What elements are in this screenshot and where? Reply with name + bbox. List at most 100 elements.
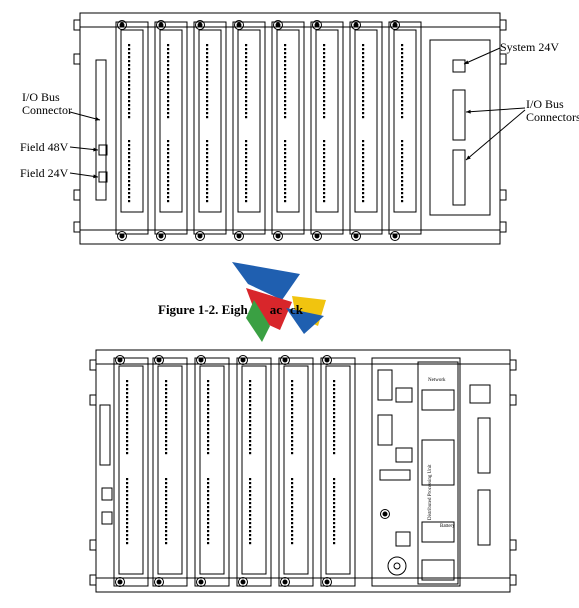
slot-screw-bottom-core bbox=[236, 233, 242, 239]
rack2-module-pin-dot bbox=[249, 448, 252, 451]
module-pin-dot bbox=[362, 72, 365, 75]
arrow-io-bus-left bbox=[69, 111, 101, 121]
rack2-module-pin-dot bbox=[207, 424, 210, 427]
rack2-side-tab bbox=[89, 394, 97, 406]
rack2-module-pin-dot bbox=[333, 400, 336, 403]
module-pin-dot bbox=[128, 116, 131, 119]
module-pin-dot bbox=[167, 176, 170, 179]
rack2-module-pin-dot bbox=[333, 388, 336, 391]
module-pin-dot bbox=[362, 96, 365, 99]
module-pin-dot bbox=[245, 76, 248, 79]
rack2-module-pin-dot bbox=[165, 478, 168, 481]
module-pin-dot bbox=[206, 76, 209, 79]
module-pin-dot bbox=[206, 188, 209, 191]
rack2-slot-screw-top-core bbox=[156, 357, 162, 363]
rack2-module-pin-dot bbox=[165, 400, 168, 403]
module-pin-dot bbox=[128, 168, 131, 171]
module-pin-dot bbox=[362, 168, 365, 171]
module-pin-dot bbox=[323, 160, 326, 163]
rack2-side-tab bbox=[89, 539, 97, 551]
module-pin-dot bbox=[245, 196, 248, 199]
module-pin-dot bbox=[167, 184, 170, 187]
module-pin-dot bbox=[323, 184, 326, 187]
module-pin-dot bbox=[206, 60, 209, 63]
rack2-module-pin-dot bbox=[249, 482, 252, 485]
module-pin-dot bbox=[323, 96, 326, 99]
rack2-module-pin-dot bbox=[333, 428, 336, 431]
rack2-module-pin-dot bbox=[207, 510, 210, 513]
module-pin-dot bbox=[323, 52, 326, 55]
rack-side-tab bbox=[73, 221, 81, 233]
module-pin-dot bbox=[323, 112, 326, 115]
rack2-side-tab bbox=[509, 359, 517, 371]
module-pin-dot bbox=[128, 160, 131, 163]
module-pin-dot bbox=[323, 180, 326, 183]
module-pin-dot bbox=[323, 80, 326, 83]
rack2-module-pin-dot bbox=[249, 538, 252, 541]
rack2-module-pin-dot bbox=[165, 404, 168, 407]
rack2-module-pin-dot bbox=[333, 424, 336, 427]
module-pin-dot bbox=[323, 88, 326, 91]
rack2-module-pin-dot bbox=[165, 380, 168, 383]
rack2-module-card bbox=[199, 365, 225, 575]
module-pin-dot bbox=[284, 88, 287, 91]
rack2-module-pin-dot bbox=[207, 388, 210, 391]
rack2-module-pin-dot bbox=[126, 514, 129, 517]
module-pin-dot bbox=[323, 84, 326, 87]
rack2-module-pin-dot bbox=[126, 486, 129, 489]
rack2-module-pin-dot bbox=[165, 416, 168, 419]
rack2-module-pin-dot bbox=[165, 388, 168, 391]
slot-screw-top-core bbox=[197, 22, 203, 28]
module-pin-dot bbox=[245, 172, 248, 175]
rack2-module-pin-dot bbox=[207, 534, 210, 537]
rack2-module-pin-dot bbox=[291, 440, 294, 443]
rack2-module-pin-dot bbox=[333, 522, 336, 525]
rack-side-tab bbox=[73, 189, 81, 201]
rack2-slot-screw-bottom-core bbox=[324, 579, 330, 585]
module-pin-dot bbox=[362, 56, 365, 59]
module-pin-dot bbox=[128, 68, 131, 71]
rack2-module-pin-dot bbox=[291, 396, 294, 399]
rack2-module-pin-dot bbox=[291, 502, 294, 505]
arrow-field-24v bbox=[69, 172, 99, 178]
module-pin-dot bbox=[245, 72, 248, 75]
module-pin-dot bbox=[128, 180, 131, 183]
rack2-module-slot bbox=[320, 357, 356, 587]
rack2-module-pin-dot bbox=[126, 440, 129, 443]
module-pin-dot bbox=[167, 160, 170, 163]
module-slot bbox=[154, 21, 188, 235]
rack2-module-pin-dot bbox=[333, 404, 336, 407]
slot-screw-top-core bbox=[314, 22, 320, 28]
module-pin-dot bbox=[167, 44, 170, 47]
slot-screw-top bbox=[390, 20, 400, 30]
rack2-module-pin-dot bbox=[207, 380, 210, 383]
module-pin-dot bbox=[167, 60, 170, 63]
module-pin-dot bbox=[401, 60, 404, 63]
rack2-slot-screw-top-core bbox=[240, 357, 246, 363]
rack2-module-pin-dot bbox=[249, 408, 252, 411]
rack2-module-pin-dot bbox=[165, 526, 168, 529]
module-pin-dot bbox=[167, 168, 170, 171]
module-pin-dot bbox=[284, 100, 287, 103]
arrow-field-48v-head bbox=[93, 147, 98, 152]
module-pin-dot bbox=[206, 48, 209, 51]
module-pin-dot bbox=[206, 88, 209, 91]
module-pin-dot bbox=[401, 200, 404, 203]
module-pin-dot bbox=[401, 172, 404, 175]
rack2-module-pin-dot bbox=[291, 514, 294, 517]
rack2-module-pin-dot bbox=[291, 538, 294, 541]
module-pin-dot bbox=[323, 56, 326, 59]
module-pin-dot bbox=[206, 156, 209, 159]
module-card bbox=[354, 29, 378, 213]
rack2-module-pin-dot bbox=[333, 538, 336, 541]
rack2-module-pin-dot bbox=[126, 436, 129, 439]
rack2-system-24v-connector bbox=[469, 384, 491, 404]
left-connector-strip bbox=[95, 59, 107, 201]
rack2-module-pin-dot bbox=[126, 542, 129, 545]
module-pin-dot bbox=[245, 64, 248, 67]
rack2-module-pin-dot bbox=[165, 494, 168, 497]
module-pin-dot bbox=[401, 180, 404, 183]
rack2-module-pin-dot bbox=[291, 506, 294, 509]
module-pin-dot bbox=[284, 200, 287, 203]
